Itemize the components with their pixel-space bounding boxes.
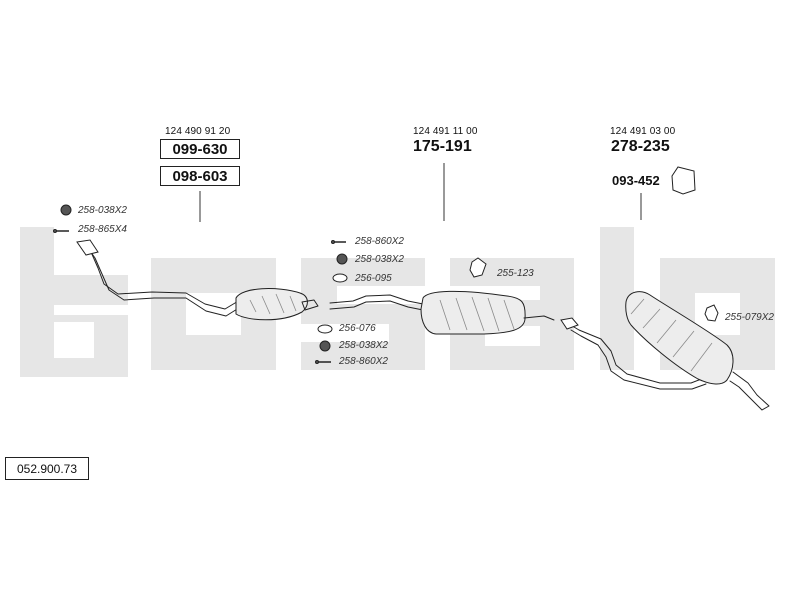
mid-hatch-2	[455, 297, 468, 331]
cat-hatch-1	[249, 299, 257, 313]
bolt-head-icon	[315, 360, 319, 364]
watermark-letter-b	[20, 227, 128, 377]
mid-hatch-4	[487, 297, 500, 332]
label-left-top: 258-038X2	[78, 205, 127, 216]
rear-pipe-outline	[570, 329, 707, 390]
label-mid-1: 258-860X2	[355, 236, 404, 247]
group-3-code-2: 093-452	[612, 173, 660, 188]
label-mid-4: 255-123	[497, 268, 534, 279]
nut-icon	[336, 253, 348, 265]
group-2-ref-number: 124 491 11 00	[413, 126, 478, 137]
gasket-icon	[317, 324, 333, 334]
diagram-reference-box: 052.900.73	[5, 457, 89, 480]
middle-pipe-outline	[329, 300, 424, 311]
bolt-head-icon	[331, 240, 335, 244]
watermark-letter-s	[301, 258, 425, 370]
rear-hatch-4	[672, 330, 695, 358]
label-right: 255-079X2	[725, 312, 774, 323]
rear-hatch-1	[630, 298, 645, 315]
bolt-head-icon	[53, 229, 57, 233]
middle-muffler-assembly	[329, 290, 555, 335]
label-left-second: 258-865X4	[78, 224, 127, 235]
label-mid-2: 258-038X2	[355, 254, 404, 265]
rear-muffler	[625, 291, 734, 385]
rear-hatch-3	[656, 319, 677, 344]
rear-tailpipe	[729, 371, 770, 411]
middle-muffler	[420, 290, 526, 335]
front-pipe-outline	[87, 247, 243, 317]
leader-lines	[199, 163, 642, 222]
bracket-icon	[671, 166, 696, 195]
catalytic-converter-pipe-out	[301, 299, 319, 311]
rear-flange	[560, 317, 579, 330]
label-mid-5: 256-076	[339, 323, 376, 334]
gasket-icon	[332, 273, 348, 283]
front-flange	[76, 239, 99, 256]
front-pipe-assembly	[76, 239, 319, 321]
cat-hatch-4	[289, 295, 297, 312]
middle-muffler-tail	[523, 315, 555, 321]
group-3-code-1: 278-235	[611, 138, 670, 155]
mid-hatch-1	[439, 299, 451, 331]
rubber-mount-icon	[704, 304, 719, 322]
group-2-code-1: 175-191	[413, 138, 472, 155]
rear-hatch-2	[642, 308, 661, 329]
mid-hatch-3	[471, 296, 485, 332]
mid-hatch-5	[503, 299, 515, 330]
small-part-icons	[53, 166, 719, 364]
cat-hatch-2	[261, 295, 271, 315]
label-mid-3: 256-095	[355, 273, 392, 284]
rear-muffler-assembly	[560, 291, 770, 411]
rear-hatch-5	[690, 342, 713, 372]
nut-icon	[60, 204, 72, 216]
group-1-code-2: 098-603	[160, 166, 240, 186]
middle-pipe	[329, 294, 424, 305]
label-mid-6: 258-038X2	[339, 340, 388, 351]
front-pipe	[81, 243, 241, 310]
group-1-code-1: 099-630	[160, 139, 240, 159]
watermark-letter-o	[151, 258, 276, 370]
rubber-mount-icon	[469, 257, 487, 278]
catalytic-converter	[235, 288, 308, 321]
nut-icon	[319, 340, 331, 352]
group-3-ref-number: 124 491 03 00	[610, 126, 676, 137]
cat-hatch-3	[275, 293, 285, 314]
group-1-ref-number: 124 490 91 20	[165, 126, 231, 137]
rear-pipe	[568, 323, 705, 384]
label-mid-7: 258-860X2	[339, 356, 388, 367]
watermark-letter-l	[600, 227, 634, 370]
